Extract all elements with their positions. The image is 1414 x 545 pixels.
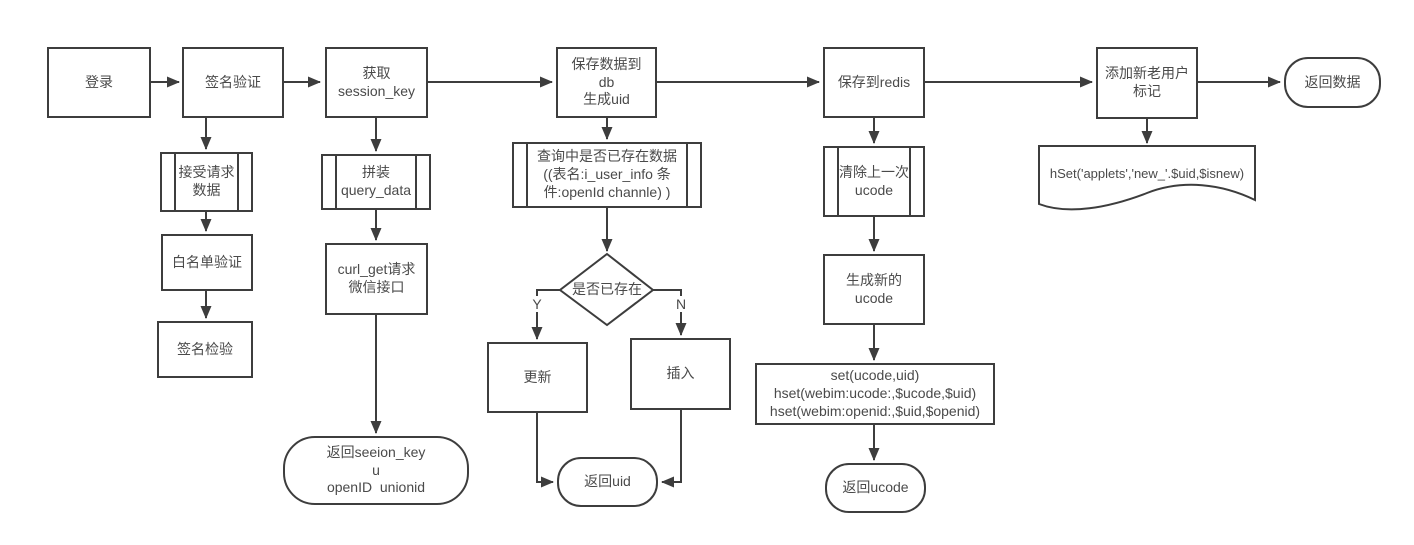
document-hset-label: hSet('applets','new_'.$uid,$isnew) [1041,150,1253,198]
decision-diamond-shape [558,252,655,327]
node-add-user-flag-label: 添加新老用户 标记 [1105,65,1189,99]
node-save-db-gen-uid: 保存数据到 db 生成uid [556,47,657,118]
arrow-insert-to-return-uid [661,410,682,488]
node-login: 登录 [47,47,151,118]
node-sign-check-label: 签名检验 [177,340,233,357]
node-return-data-label: 返回数据 [1304,73,1361,90]
node-accept-request-data-label: 接受请求 数据 [178,164,235,198]
flow-arrows [151,76,1281,488]
node-whitelist-verify: 白名单验证 [161,234,253,291]
node-query-exists-label: 查询中是否已存在数据 ((表名:i_user_info 条 件:openId c… [537,148,677,200]
node-save-redis: 保存到redis [823,47,925,118]
node-query-exists: 查询中是否已存在数据 ((表名:i_user_info 条 件:openId c… [512,142,702,208]
node-return-session-key-label: 返回seeion_key u openID unionid [326,443,426,496]
decision-diamond-text: 是否已存在 [572,281,642,298]
node-curl-get-wechat-label: curl_get请求 微信接口 [337,261,416,295]
document-shape [1038,145,1256,211]
arrow-update-to-return-uid [536,413,554,488]
arrow-decision-yes [531,289,560,340]
node-get-session-key-label: 获取 session_key [337,64,416,99]
node-curl-get-wechat: curl_get请求 微信接口 [325,243,428,315]
node-login-label: 登录 [85,73,113,90]
node-return-uid-label: 返回uid [584,473,631,490]
node-save-db-gen-uid-label: 保存数据到 db 生成uid [571,55,642,108]
node-gen-ucode: 生成新的 ucode [823,254,925,325]
node-add-user-flag: 添加新老用户 标记 [1096,47,1198,119]
node-sign-verify-label: 签名验证 [205,73,261,90]
node-return-session-key: 返回seeion_key u openID unionid [283,436,469,505]
node-assemble-query-data: 拼装 query_data [321,154,431,210]
arrow-decision-no [653,289,687,336]
node-insert: 插入 [630,338,731,410]
node-update-label: 更新 [523,368,552,385]
node-assemble-query-data-label: 拼装 query_data [340,164,412,198]
node-clear-ucode: 清除上一次 ucode [823,146,925,217]
node-get-session-key: 获取 session_key [325,47,428,118]
branch-label-no: N [672,296,690,312]
branch-label-yes: Y [529,296,545,312]
node-save-redis-label: 保存到redis [837,73,911,90]
decision-diamond-label: 是否已存在 [560,272,654,308]
node-update: 更新 [487,342,588,413]
node-return-uid: 返回uid [557,457,658,507]
node-whitelist-verify-label: 白名单验证 [172,253,242,270]
node-accept-request-data: 接受请求 数据 [160,152,253,212]
node-gen-ucode-label: 生成新的 ucode [846,271,902,306]
node-clear-ucode-label: 清除上一次 ucode [839,163,909,198]
document-hset-text: hSet('applets','new_'.$uid,$isnew) [1049,165,1245,181]
node-insert-label: 插入 [666,365,695,382]
node-sign-verify: 签名验证 [182,47,284,118]
node-return-data: 返回数据 [1284,57,1381,108]
node-return-ucode: 返回ucode [825,463,926,513]
node-return-ucode-label: 返回ucode [842,479,909,496]
node-sign-check: 签名检验 [157,321,253,378]
node-redis-set-commands: set(ucode,uid) hset(webim:ucode:,$ucode,… [755,363,995,425]
node-redis-set-commands-label: set(ucode,uid) hset(webim:ucode:,$ucode,… [769,367,981,419]
